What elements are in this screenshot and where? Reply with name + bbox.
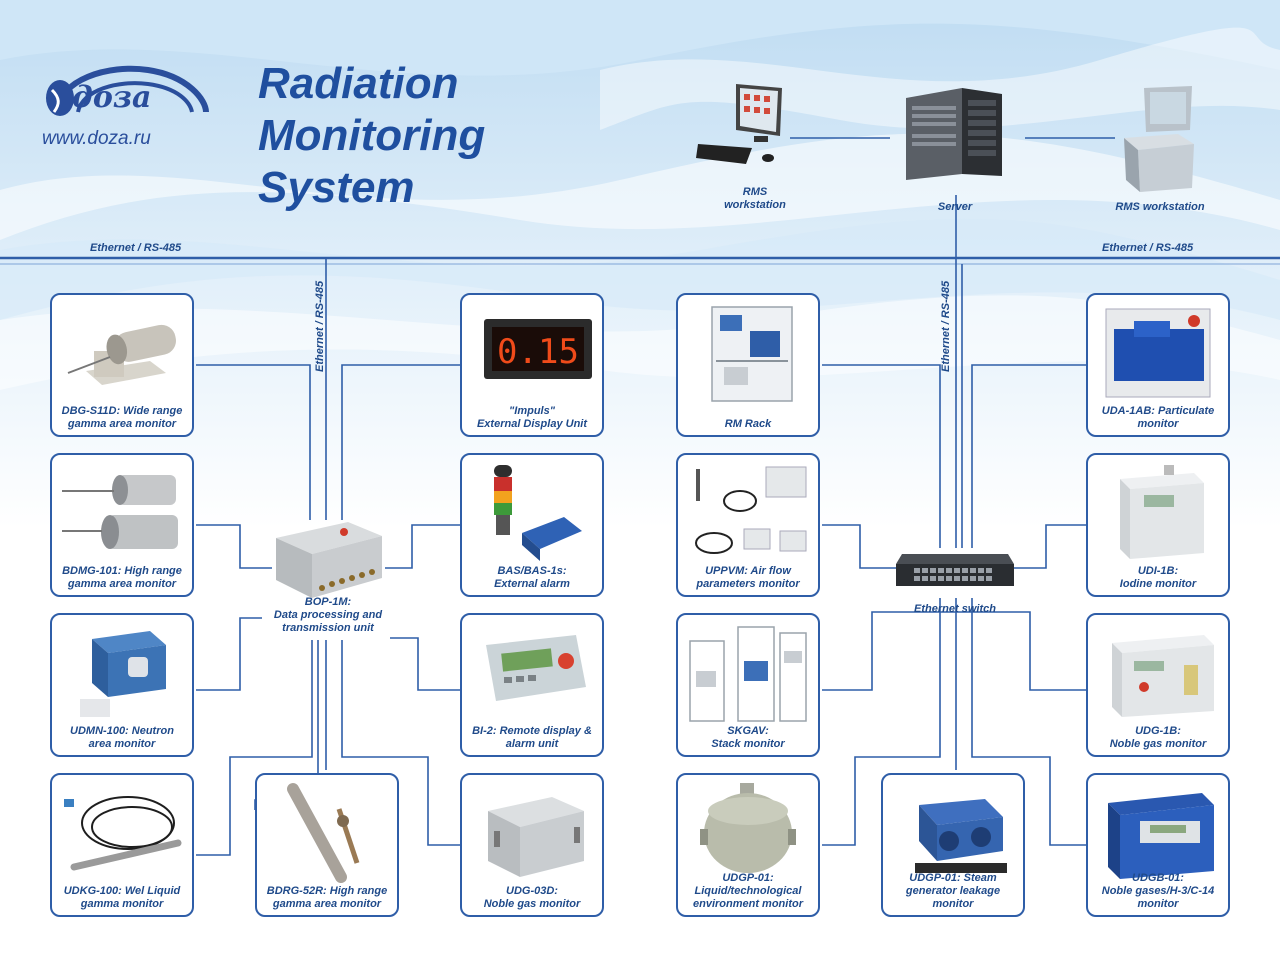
card-dbg-s11d[interactable]: DBG-S11D: Wide range gamma area monitor — [50, 293, 194, 437]
bop-1m-unit-icon — [276, 522, 382, 598]
card-udg-03d-caption: UDG-03D: Noble gas monitor — [483, 885, 581, 910]
bus-label-vertical-right: Ethernet / RS-485 — [940, 280, 952, 372]
particulate-monitor-icon — [1105, 308, 1211, 398]
ethernet-switch-icon — [896, 554, 1014, 586]
card-uda-1ab[interactable]: UDA-1AB: Particulate monitor — [1086, 293, 1230, 437]
neutron-monitor-icon — [80, 631, 166, 717]
card-udg-1b[interactable]: UDG-1B: Noble gas monitor — [1086, 613, 1230, 757]
noble-gas-monitor-icon — [1112, 635, 1214, 717]
server-label: Server — [937, 201, 973, 213]
bus-label-left: Ethernet / RS-485 — [90, 242, 182, 254]
title-line-2: Monitoring — [258, 111, 486, 160]
card-rm-rack-caption: RM Rack — [724, 418, 772, 430]
card-udgb-01[interactable]: UDGB-01: Noble gases/H-3/C-14 monitor — [1086, 773, 1230, 917]
logo-brand-text: доза — [72, 80, 152, 115]
external-display-icon: 0.15 — [484, 319, 592, 379]
card-udgb-01-caption: UDGB-01: Noble gases/H-3/C-14 monitor — [1101, 872, 1215, 910]
card-uda-1ab-caption: UDA-1AB: Particulate monitor — [1101, 405, 1215, 430]
card-udkg-100-caption: UDKG-100: Wel Liquid gamma monitor — [63, 885, 181, 910]
card-udmn-100-caption: UDMN-100: Neutron area monitor — [70, 725, 174, 750]
card-udgp-01-liquid-caption: UDGP-01: Liquid/technological environmen… — [692, 872, 803, 910]
card-bi-2[interactable]: BI-2: Remote display & alarm unit — [460, 613, 604, 757]
stack-monitor-icon — [689, 626, 807, 722]
card-uppvm-caption: UPPVM: Air flow parameters monitor — [696, 565, 800, 590]
card-bdrg-52r[interactable]: BDRG-52R: High range gamma area monitor — [255, 773, 399, 917]
card-udgp-01-steam[interactable]: UDGP-01: Steam generator leakage monitor — [881, 773, 1025, 917]
card-impuls-display[interactable]: 0.15 "Impuls" External Display Unit — [460, 293, 604, 437]
card-bdmg-101[interactable]: BDMG-101: High range gamma area monitor — [50, 453, 194, 597]
card-bas-1s[interactable]: BAS/BAS-1s: External alarm — [460, 453, 604, 597]
card-udmn-100[interactable]: UDMN-100: Neutron area monitor — [50, 613, 194, 757]
card-skgav[interactable]: SKGAV: Stack monitor — [676, 613, 820, 757]
card-dbg-s11d-caption: DBG-S11D: Wide range gamma area monitor — [61, 405, 183, 430]
card-rm-rack[interactable]: RM Rack — [676, 293, 820, 437]
stack-light-alarm-icon — [494, 465, 582, 561]
ethernet-switch-label: Ethernet switch — [914, 603, 996, 615]
bus-label-right: Ethernet / RS-485 — [1102, 242, 1194, 254]
card-bas-caption: BAS/BAS-1s: External alarm — [494, 565, 570, 590]
card-impuls-caption: "Impuls" External Display Unit — [476, 405, 588, 430]
gamma-detector-icon — [67, 324, 176, 385]
workstation-left-label: RMS workstation — [724, 186, 786, 211]
iodine-monitor-icon — [1120, 465, 1204, 559]
rm-rack-icon — [711, 306, 793, 402]
title-line-1: Radiation — [258, 59, 459, 108]
workstation-right-icon — [1124, 86, 1194, 192]
card-udg-1b-caption: UDG-1B: Noble gas monitor — [1109, 725, 1207, 750]
remote-display-unit-icon — [486, 635, 586, 701]
steam-leakage-monitor-icon — [915, 799, 1007, 873]
card-bi-2-caption: BI-2: Remote display & alarm unit — [472, 725, 592, 750]
title-line-3: System — [258, 163, 415, 212]
server-icon — [906, 88, 1002, 180]
bop-1m-label: BOP-1M: Data processing and transmission… — [273, 596, 383, 634]
doza-logo — [46, 65, 209, 116]
workstation-left-icon — [696, 84, 782, 164]
card-udgp-01-liquid[interactable]: UDGP-01: Liquid/technological environmen… — [676, 773, 820, 917]
logo-url[interactable]: www.doza.ru — [42, 128, 151, 149]
page-title: Radiation Monitoring System — [258, 58, 485, 214]
card-skgav-caption: SKGAV: Stack monitor — [711, 725, 785, 750]
liquid-environment-monitor-icon — [700, 783, 796, 873]
card-bdmg-101-caption: BDMG-101: High range gamma area monitor — [62, 565, 182, 590]
card-udkg-100[interactable]: UDKG-100: Wel Liquid gamma monitor — [50, 773, 194, 917]
high-range-probe-icon — [287, 783, 360, 883]
noble-gas-box-icon — [488, 797, 584, 877]
workstation-right-label: RMS workstation — [1115, 201, 1205, 213]
card-udi-1b[interactable]: UDI-1B: Iodine monitor — [1086, 453, 1230, 597]
display-value: 0.15 — [497, 332, 579, 372]
bus-label-vertical-left: Ethernet / RS-485 — [314, 280, 326, 372]
air-flow-monitor-icon — [695, 466, 807, 554]
card-udi-1b-caption: UDI-1B: Iodine monitor — [1119, 565, 1197, 590]
high-range-detector-icon — [62, 475, 178, 549]
card-udgp-01-steam-caption: UDGP-01: Steam generator leakage monitor — [905, 872, 1001, 910]
noble-gases-h3-c14-monitor-icon — [1108, 793, 1214, 879]
liquid-gamma-probe-icon — [64, 796, 182, 871]
card-bdrg-52r-caption: BDRG-52R: High range gamma area monitor — [266, 885, 388, 910]
card-udg-03d[interactable]: UDG-03D: Noble gas monitor — [460, 773, 604, 917]
card-uppvm[interactable]: UPPVM: Air flow parameters monitor — [676, 453, 820, 597]
